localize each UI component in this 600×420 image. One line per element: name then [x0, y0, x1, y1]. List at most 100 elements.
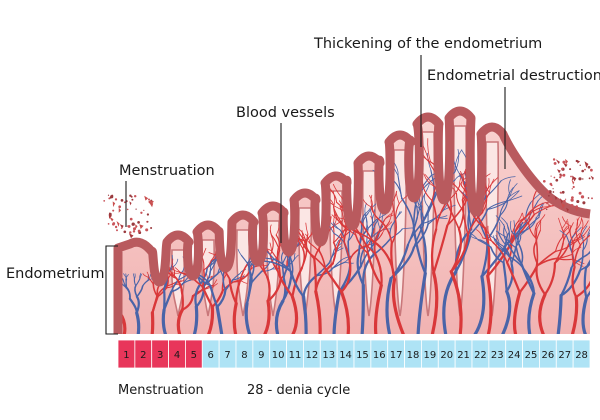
artery-segment: [554, 243, 573, 252]
debris-dot: [559, 191, 562, 194]
debris-dot: [564, 198, 567, 200]
debris-dot: [129, 231, 132, 234]
vein-segment: [250, 270, 263, 284]
day-number: 25: [525, 350, 538, 361]
vein-segment: [206, 259, 217, 269]
debris-fragment: [584, 161, 589, 168]
debris-dot: [108, 212, 112, 216]
vein-segment: [495, 230, 507, 238]
vein-segment: [364, 205, 372, 215]
artery-segment: [506, 238, 513, 264]
artery-segment: [109, 278, 111, 286]
debris-dot: [582, 201, 586, 205]
debris-fragment: [135, 224, 138, 230]
debris-dot: [570, 198, 574, 202]
artery-segment: [476, 229, 484, 239]
debris-dot: [580, 195, 585, 199]
day-number: 1: [123, 350, 129, 361]
tissue-fill: [118, 111, 590, 334]
debris-dot: [559, 176, 562, 179]
artery-segment: [302, 235, 311, 249]
vein-segment: [135, 311, 141, 334]
artery-segment: [377, 221, 390, 234]
day-number: 6: [208, 350, 214, 361]
artery-segment: [446, 198, 468, 227]
debris-dot: [146, 213, 150, 216]
vein-segment: [507, 255, 524, 270]
debris-dot: [150, 226, 153, 230]
artery-segment: [583, 225, 590, 236]
debris-dot: [550, 175, 552, 177]
vein-segment: [595, 227, 598, 236]
debris-dot: [118, 205, 122, 209]
artery-segment: [108, 269, 109, 275]
vein-segment: [283, 264, 290, 280]
day-number: 18: [407, 350, 420, 361]
artery-segment: [431, 199, 438, 230]
day-number: 3: [157, 350, 163, 361]
vein-segment: [389, 228, 403, 240]
artery-segment: [536, 219, 542, 230]
debris-dot: [578, 191, 582, 195]
artery-segment: [512, 213, 535, 241]
artery-segment: [593, 230, 600, 233]
vein-segment: [333, 239, 340, 251]
vein-segment: [486, 214, 501, 241]
vein-segment: [122, 278, 127, 289]
artery-segment: [363, 199, 372, 208]
artery-segment: [532, 188, 538, 216]
artery-segment: [108, 272, 109, 278]
artery-segment: [516, 212, 523, 224]
vein-segment: [289, 270, 305, 298]
vein-segment: [135, 295, 140, 315]
artery-segment: [290, 295, 299, 334]
debris-dot: [570, 203, 574, 208]
vein-segment: [500, 289, 512, 334]
artery-segment: [459, 172, 463, 187]
debris-dot: [123, 230, 127, 234]
endometrium-bracket: [105, 245, 118, 335]
endometrium-label: Endometrium: [6, 266, 104, 282]
vein-segment: [579, 254, 590, 272]
vein-segment: [419, 225, 428, 275]
artery-segment: [339, 206, 345, 222]
vein-segment: [316, 262, 331, 277]
artery-segment: [505, 261, 521, 294]
artery-segment: [390, 219, 397, 245]
debris-dot: [571, 196, 574, 199]
endometrium-tissue: [108, 106, 600, 334]
vein-segment: [503, 245, 513, 265]
debris-dot: [548, 190, 552, 194]
artery-segment: [151, 295, 159, 315]
debris-fragment: [561, 202, 566, 209]
artery-segment: [175, 277, 183, 291]
artery-segment: [343, 240, 351, 262]
debris-fragment: [150, 200, 154, 204]
day-number: 11: [289, 350, 302, 361]
vein-segment: [596, 237, 600, 245]
day-number: 15: [356, 350, 369, 361]
debris-fragment: [559, 198, 564, 204]
artery-segment: [536, 214, 546, 224]
vein-segment: [362, 253, 375, 287]
debris-dot: [587, 197, 590, 199]
artery-segment: [526, 206, 544, 217]
debris-dot: [107, 223, 110, 225]
debris-dot: [126, 208, 129, 211]
vein-segment: [249, 263, 255, 281]
debris-fragment: [548, 203, 551, 208]
day-number: 21: [457, 350, 470, 361]
vein-segment: [520, 228, 528, 236]
debris-dot: [109, 196, 112, 199]
vein-segment: [173, 258, 179, 267]
artery-segment: [301, 230, 303, 241]
artery-segment: [484, 227, 491, 278]
artery-segment: [481, 192, 491, 213]
vein-segment: [498, 247, 510, 257]
vein-segment: [586, 244, 590, 256]
artery-segment: [423, 173, 435, 187]
artery-segment: [455, 193, 464, 211]
vein-segment: [479, 239, 492, 248]
debris-dot: [542, 179, 546, 183]
